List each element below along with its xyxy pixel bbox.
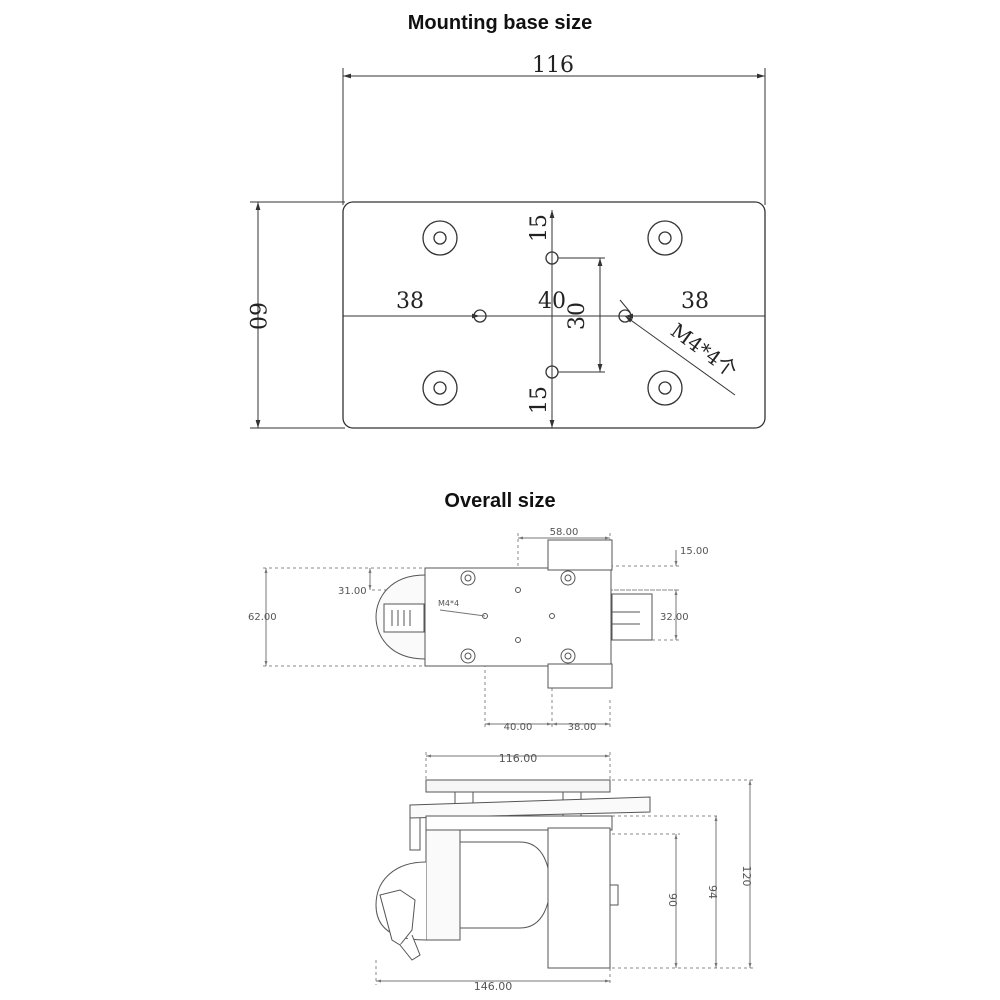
dim-146: 146.00 (474, 980, 513, 993)
top-view-hole (560, 648, 576, 664)
dim-bottom-15: 15 (527, 386, 552, 414)
top-view-hole (460, 570, 476, 586)
mounting-base-title: Mounting base size (407, 12, 593, 34)
dim-94: 94 (706, 885, 719, 899)
overall-size-title: Overall size (444, 490, 556, 512)
thread-note-small: M4*4 (438, 599, 459, 608)
corner-hole (422, 220, 458, 256)
overall-top-view (263, 533, 680, 728)
dim-height-60: 60 (244, 302, 269, 330)
dim-116-side: 116.00 (499, 752, 538, 765)
dim-40: 40.00 (504, 722, 533, 733)
top-view-hole (460, 648, 476, 664)
dim-width-116: 116 (532, 53, 574, 78)
side-view-top-plate (425, 779, 611, 793)
dim-32: 32.00 (660, 612, 689, 623)
side-view-motor-body (425, 829, 461, 941)
dim-15: 15.00 (680, 546, 709, 557)
corner-hole (422, 370, 458, 406)
corner-hole (647, 220, 683, 256)
dim-90: 90 (666, 893, 679, 907)
dim-center-40: 40 (538, 289, 566, 314)
top-view-hole (560, 570, 576, 586)
dim-62: 62.00 (248, 612, 277, 623)
dim-top-15: 15 (527, 214, 552, 242)
dim-right-38: 38 (681, 289, 709, 314)
dim-31: 31.00 (338, 586, 367, 597)
dim-vertical-30: 30 (565, 302, 590, 330)
dim-38: 38.00 (568, 722, 597, 733)
dim-left-38: 38 (396, 289, 424, 314)
dim-120: 120 (740, 866, 753, 887)
dim-58: 58.00 (550, 527, 579, 538)
top-view-body (424, 567, 612, 667)
base-plate-outline (342, 201, 766, 429)
mounting-base-drawing (250, 68, 766, 429)
overall-side-view (375, 752, 755, 985)
corner-hole (647, 370, 683, 406)
side-view-gearbox (547, 827, 611, 969)
